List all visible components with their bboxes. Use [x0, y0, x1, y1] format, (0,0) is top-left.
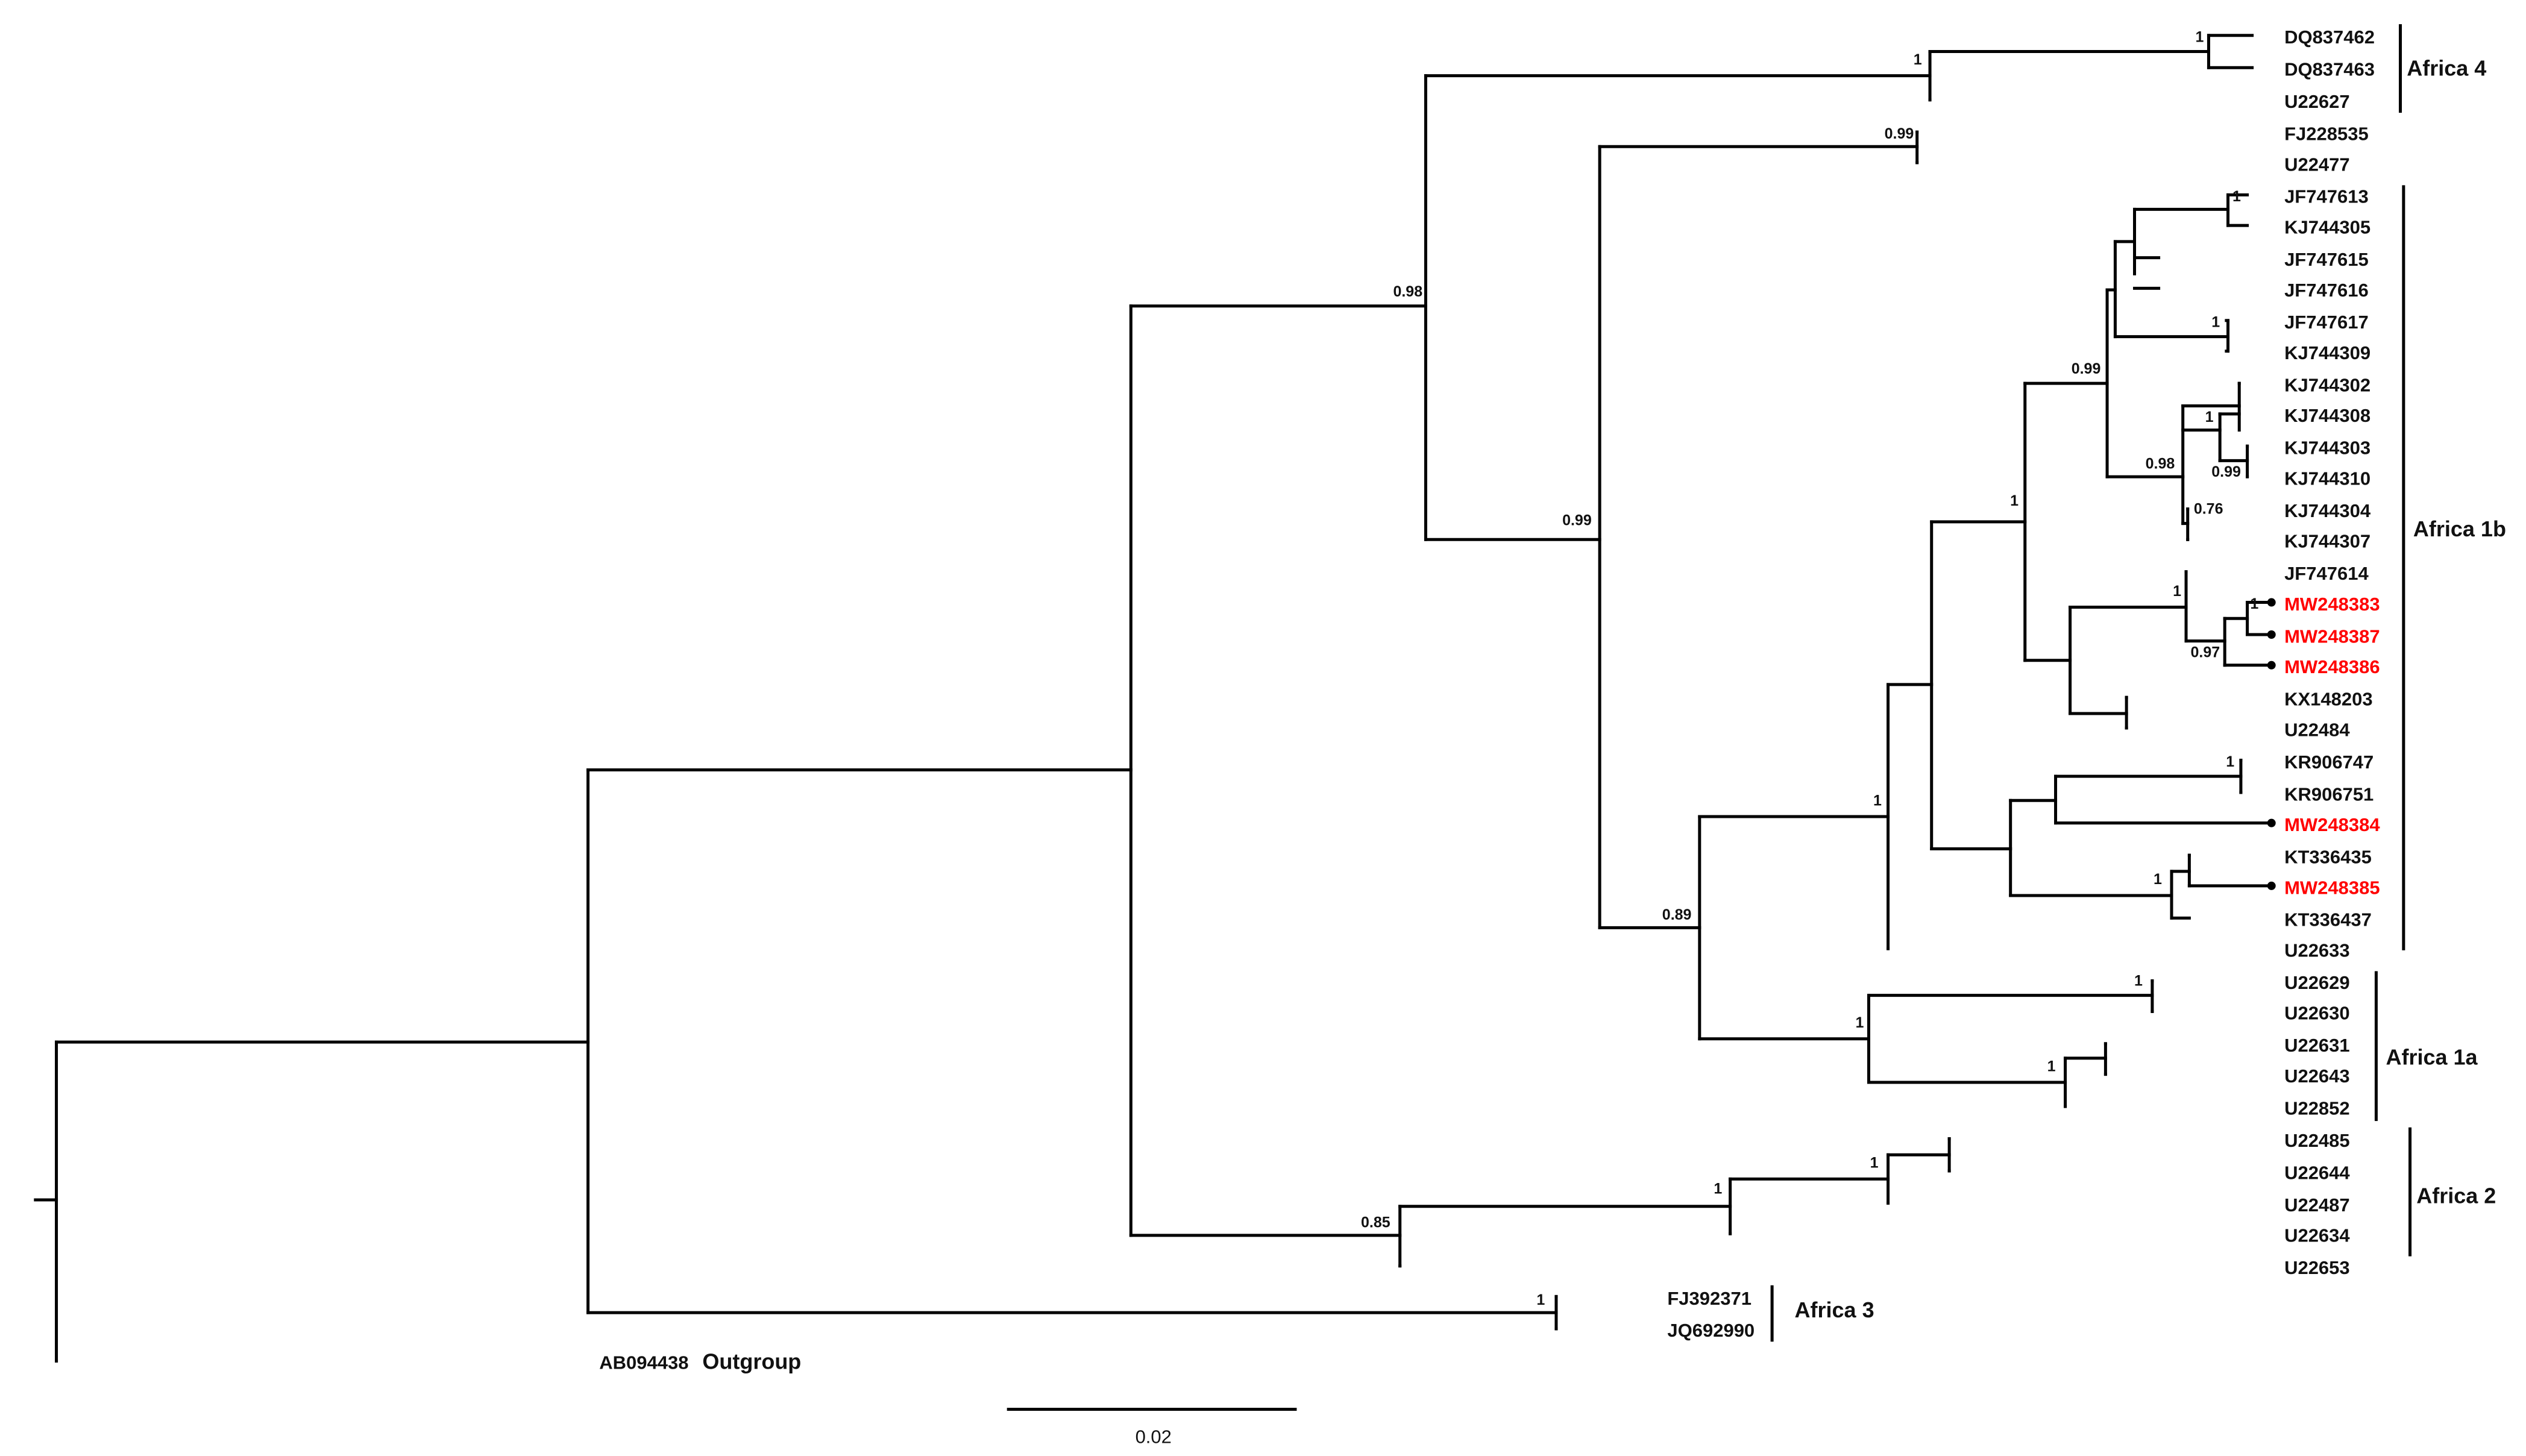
support-value: 0.98	[1393, 283, 1422, 300]
tip-marker-dot	[2267, 598, 2276, 607]
leaf-label-kj744305: KJ744305	[2284, 217, 2370, 238]
support-value: 1	[1856, 1014, 1864, 1031]
support-value: 1	[2211, 314, 2220, 331]
leaf-label-mw248387: MW248387	[2284, 626, 2380, 647]
support-value: 1	[2010, 492, 2019, 509]
leaf-label-kj744304: KJ744304	[2284, 500, 2371, 521]
leaf-label-u22631: U22631	[2284, 1035, 2350, 1056]
leaf-label-jf747614: JF747614	[2284, 563, 2369, 584]
tip-marker-dot	[2267, 881, 2276, 890]
leaf-label-u22487: U22487	[2284, 1194, 2350, 1216]
support-value: 0.76	[2194, 501, 2223, 518]
support-value: 0.97	[2190, 644, 2220, 661]
leaf-label-kj744309: KJ744309	[2284, 342, 2370, 363]
support-value: 1	[1536, 1291, 1545, 1308]
leaf-label-kj744307: KJ744307	[2284, 531, 2370, 552]
support-value: 1	[1714, 1180, 1722, 1197]
leaf-label-u22485: U22485	[2284, 1130, 2350, 1151]
leaf-label-jf747616: JF747616	[2284, 280, 2369, 301]
clade-label-africa-1b: Africa 1b	[2413, 516, 2506, 541]
support-value: 1	[2196, 28, 2204, 45]
leaf-label-kx148203: KX148203	[2284, 689, 2373, 710]
support-value: 0.99	[1562, 512, 1592, 529]
leaf-label-kj744303: KJ744303	[2284, 438, 2370, 459]
leaf-label-ab094438: AB094438	[599, 1352, 688, 1373]
leaf-label-fj228535: FJ228535	[2284, 124, 2369, 145]
support-value: 0.89	[1662, 906, 1692, 923]
support-value: 0.85	[1361, 1214, 1390, 1231]
support-value: 1	[2250, 595, 2258, 612]
clade-label-africa-3: Africa 3	[1795, 1298, 1874, 1322]
leaf-label-kj744310: KJ744310	[2284, 468, 2370, 489]
clade-label-africa-2: Africa 2	[2416, 1183, 2496, 1208]
support-value: 1	[2232, 188, 2241, 205]
leaf-label-u22634: U22634	[2284, 1225, 2350, 1246]
leaf-label-kt336435: KT336435	[2284, 846, 2372, 867]
leaf-label-mw248384: MW248384	[2284, 814, 2380, 835]
support-value: 1	[1914, 51, 1922, 68]
support-value: 0.99	[2072, 360, 2101, 377]
leaf-label-mw248385: MW248385	[2284, 877, 2380, 898]
leaf-label-dq837463: DQ837463	[2284, 59, 2375, 80]
leaf-label-u22484: U22484	[2284, 719, 2350, 740]
support-value: 0.99	[1885, 125, 1914, 142]
outgroup-label: Outgroup	[702, 1349, 801, 1374]
leaf-label-mw248383: MW248383	[2284, 594, 2380, 615]
support-value: 1	[2173, 583, 2181, 600]
leaf-label-u22630: U22630	[2284, 1003, 2350, 1024]
support-value: 0.99	[2211, 463, 2241, 480]
leaf-label-u22633: U22633	[2284, 940, 2350, 961]
tip-marker-dot	[2267, 818, 2276, 827]
support-value: 1	[2154, 871, 2162, 888]
leaf-label-mw248386: MW248386	[2284, 656, 2380, 677]
support-value: 1	[2226, 753, 2234, 770]
support-value: 1	[2047, 1058, 2056, 1075]
leaf-label-jf747613: JF747613	[2284, 186, 2369, 207]
leaf-label-fj392371: FJ392371	[1667, 1288, 1752, 1309]
leaf-label-kj744308: KJ744308	[2284, 405, 2370, 426]
leaf-label-u22644: U22644	[2284, 1162, 2350, 1183]
clade-label-africa-1a: Africa 1a	[2386, 1045, 2478, 1070]
leaf-label-kj744302: KJ744302	[2284, 374, 2370, 395]
leaf-label-jq692990: JQ692990	[1667, 1320, 1755, 1341]
support-value: 1	[2205, 409, 2214, 425]
leaf-label-u22643: U22643	[2284, 1065, 2350, 1087]
support-value: 1	[2134, 973, 2143, 990]
leaf-label-jf747615: JF747615	[2284, 249, 2369, 270]
leaf-label-u22627: U22627	[2284, 91, 2350, 112]
leaf-label-jf747617: JF747617	[2284, 312, 2369, 333]
leaf-label-dq837462: DQ837462	[2284, 27, 2375, 48]
clade-label-africa-4: Africa 4	[2407, 56, 2486, 81]
support-value: 0.98	[2146, 456, 2175, 472]
leaf-label-kt336437: KT336437	[2284, 909, 2372, 930]
leaf-label-kr906747: KR906747	[2284, 752, 2374, 773]
tip-marker-dot	[2267, 661, 2276, 670]
tip-marker-dot	[2267, 630, 2276, 639]
support-value: 1	[1870, 1155, 1879, 1172]
leaf-label-u22629: U22629	[2284, 972, 2350, 993]
leaf-label-u22852: U22852	[2284, 1097, 2350, 1119]
support-value: 1	[1873, 792, 1882, 809]
leaf-label-kr906751: KR906751	[2284, 783, 2374, 805]
leaf-label-u22653: U22653	[2284, 1257, 2350, 1278]
leaf-label-u22477: U22477	[2284, 154, 2350, 175]
scale-bar-label: 0.02	[1136, 1426, 1172, 1448]
